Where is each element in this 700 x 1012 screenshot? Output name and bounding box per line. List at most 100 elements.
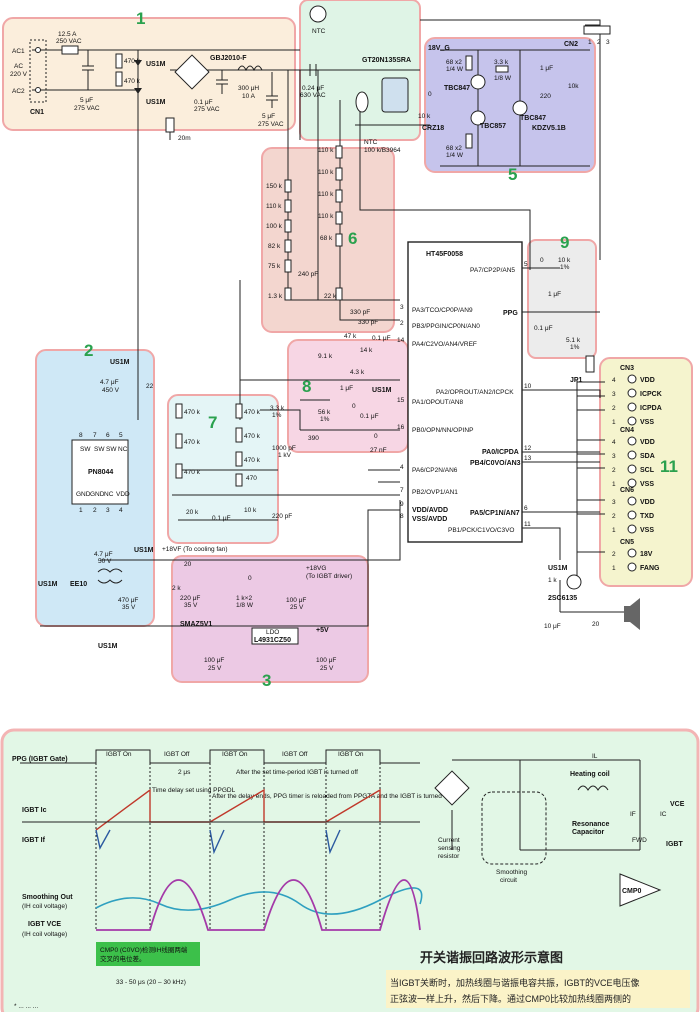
ntc-sensor-igbt (355, 91, 369, 113)
fan-c10: 10 μF (544, 623, 561, 630)
cmp0-comparator (619, 873, 662, 907)
diode-us1m-b (134, 88, 142, 94)
r68-bottom-label: 68 x2 (446, 145, 462, 152)
wave-res: Resonance (572, 821, 609, 828)
b2-sw3: SW (106, 446, 117, 453)
smoothing-circuit-box (481, 791, 547, 865)
l1-label: 300 μH (238, 85, 259, 92)
b2-c47b: 4.7 μF (94, 551, 113, 558)
wave-igbt: IGBT (666, 841, 683, 848)
pn-5: 5 (524, 261, 528, 268)
wave-2us: 2 μs (178, 769, 191, 776)
b3-c100bv: 25 V (208, 665, 222, 672)
fuse-label: 12.5 A (58, 31, 77, 38)
connector-pin-label: VSS (640, 527, 654, 534)
b2-p4: 4 (119, 507, 123, 514)
b3-c100c: 100 μF (316, 657, 336, 664)
pin-pb3: PB3/PPGIN/CP0N/AN0 (412, 323, 480, 330)
b8-r0: 0 (352, 403, 356, 410)
capacitor-x1 (82, 50, 94, 90)
b2-c470: 470 μF (118, 597, 138, 604)
wave-on2: IGBT On (222, 751, 248, 758)
wave-vce-label: VCE (670, 801, 685, 808)
fuse (61, 45, 79, 55)
c4-label: 0.24 μF (302, 85, 324, 92)
b9-c1u: 1 μF (548, 291, 561, 298)
r470b-label: 470 k (124, 78, 141, 85)
b7-r3: 470 k (184, 469, 201, 476)
r0-gate-label: 0 (428, 91, 432, 98)
transistor-q1 (470, 74, 486, 90)
pin-pb0: PB0/OPN/NN/OPINP (412, 427, 473, 434)
c3-voltage-label: 275 VAC (258, 121, 284, 128)
b9-r51-tol: 1% (570, 344, 580, 351)
pin-vdd: VDD/AVDD (412, 507, 448, 514)
b8-c01b: 0.1 μF (360, 413, 379, 420)
wave-cur2: sensing (438, 845, 461, 852)
ac2-label: AC2 (12, 88, 25, 95)
cn2-connector (583, 25, 611, 35)
resistor-470k-b (115, 71, 123, 87)
igbt-label: GT20N135SRA (362, 57, 411, 64)
wave-cmp0: CMP0 (622, 888, 642, 895)
r68-top (465, 55, 473, 71)
b2-us1m4: US1M (98, 643, 118, 650)
c1-voltage-label: 275 VAC (74, 105, 100, 112)
r68-bottom (465, 133, 473, 149)
b2-us1m: US1M (110, 359, 130, 366)
ntc2-label: NTC (364, 139, 378, 146)
wave-smc2: circuit (500, 877, 517, 884)
b2-nc1: NC (118, 446, 128, 453)
block-5-components: 18V_G 68 x2 1/4 W TBC847 3.3 k 1/8 W 1 μ… (428, 45, 590, 167)
b8-r390: 390 (308, 435, 319, 442)
block-11-labels: CN3 CN4 CN6 CN5 (620, 365, 634, 546)
bridge-rect-small (434, 770, 470, 806)
block-number-11: 11 (660, 457, 678, 476)
igbt-module (381, 77, 409, 113)
r33k-label: 3.3 k (494, 59, 509, 66)
b9-jp1: JP1 (570, 377, 583, 384)
connector-pin-number: 2 (612, 551, 616, 558)
pin-pb1: PB1/PCK/C1VO/C3VO (448, 527, 514, 534)
speaker-icon (624, 598, 640, 630)
ac-voltage-label: 220 V (10, 71, 28, 78)
us1m-a-label: US1M (146, 61, 166, 68)
pin-pa2: PA2/OPROUT/AN2/ICPCK (436, 389, 514, 396)
connector-pin-label: FANG (640, 565, 660, 572)
connector-pin-number: 2 (612, 467, 616, 474)
b3-r20: 20 (184, 561, 192, 568)
b2-us1m2: US1M (134, 547, 154, 554)
ac1-terminal (35, 47, 41, 53)
b7-r6: 470 k (244, 457, 261, 464)
main-wires (32, 19, 625, 627)
b7-r7: 470 (246, 475, 257, 482)
b2-gnd2: GND (90, 491, 105, 498)
b2-c47bv: 50 V (98, 558, 112, 565)
b7-c01: 0.1 μF (212, 515, 231, 522)
b3-r1k: 1 k×2 (236, 595, 252, 602)
b3-r1k2: 1/8 W (236, 602, 254, 609)
b2-r22: 22 (146, 383, 154, 390)
block-1-bg (2, 17, 296, 131)
b3-c220v: 35 V (184, 602, 198, 609)
b3-c220: 220 μF (180, 595, 200, 602)
block-number-7: 7 (208, 413, 217, 432)
connector-pin-label: VSS (640, 481, 654, 488)
b2-sw2: SW (94, 446, 105, 453)
b2-sw1: SW (80, 446, 91, 453)
b8-r56-tol: 1% (320, 416, 330, 423)
mcu-name: HT45F0058 (426, 251, 463, 258)
b8-r47: 47 k (344, 333, 357, 340)
r33k-w-label: 1/8 W (494, 75, 512, 82)
b2-p8: 8 (79, 432, 83, 439)
b6-l1: 150 k (266, 183, 283, 190)
b3-c100cv: 25 V (320, 665, 334, 672)
waveform-panel: PPG (IGBT Gate) IGBT On IGBT Off IGBT On… (0, 728, 700, 1012)
pn-15: 15 (397, 397, 405, 404)
q2-label: TBC857 (480, 123, 506, 130)
us1m-b-label: US1M (146, 99, 166, 106)
q3-label: TBC847 (520, 115, 546, 122)
block-9-components: 0 10 k 1% 1 μF 0.1 μF 5.1 k 1% JP1 (534, 257, 595, 384)
connector-pin-label: VDD (640, 439, 655, 446)
wave-desc2: 正弦波一样上升，然后下降。通过CMP0比较加热线圈两侧的 (390, 993, 631, 1004)
